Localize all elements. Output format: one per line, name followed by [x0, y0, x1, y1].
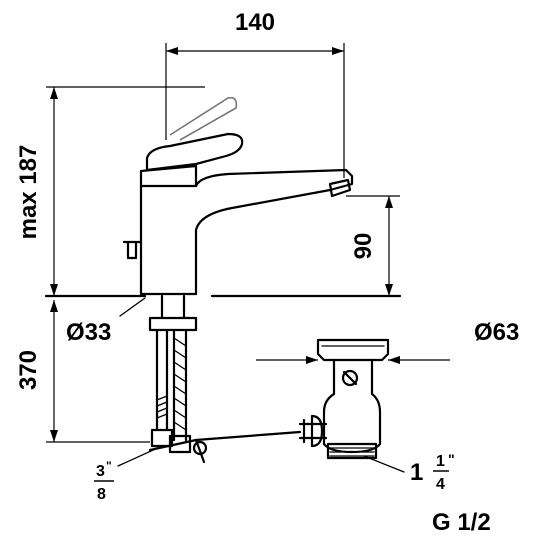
dim-label-o33: Ø33	[66, 319, 111, 346]
drain-thread-label: 1 1 4 "	[363, 451, 455, 493]
dim-label-max187: max 187	[15, 145, 42, 240]
lever-handle	[145, 132, 244, 172]
drain-thread-whole: 1	[410, 459, 423, 486]
lever-raised-position	[169, 96, 238, 141]
dim-spout-90: 90	[346, 195, 400, 296]
drain-flange	[316, 338, 390, 362]
mounting-assembly	[148, 294, 302, 464]
threaded-rod	[155, 328, 169, 432]
drain-thread-num: 1	[436, 453, 445, 470]
popup-linkage	[148, 430, 302, 452]
dim-drain-diameter: Ø63	[256, 319, 519, 364]
drain-side-connector	[298, 414, 328, 448]
dim-label-140: 140	[235, 9, 275, 36]
drain-assembly	[298, 338, 390, 460]
dim-label-o63: Ø63	[474, 319, 519, 346]
dim-supply-370: 370	[15, 300, 150, 443]
drain-screw	[341, 369, 359, 387]
body-column	[139, 184, 332, 296]
drain-tailpiece	[326, 442, 378, 460]
supply-thread-num: 3	[96, 463, 105, 480]
connection-thread-label: G 1/2	[432, 509, 491, 536]
popup-rod-knob	[122, 240, 143, 260]
faucet	[122, 96, 354, 296]
dim-width-140: 140	[165, 9, 345, 178]
mounting-nut	[148, 316, 198, 332]
dim-base-diameter: Ø33	[66, 297, 146, 346]
spout	[194, 168, 354, 192]
drain-thread-den: 4	[436, 476, 445, 493]
dim-label-90: 90	[350, 233, 377, 260]
supply-thread-den: 8	[97, 486, 106, 503]
drain-thread-unit: "	[448, 451, 455, 467]
drain-body	[322, 358, 382, 454]
aerator	[328, 178, 352, 198]
dim-height-max187: max 187	[15, 86, 205, 296]
supply-thread-label: 3 " 8	[94, 445, 163, 503]
supply-thread-unit: "	[106, 459, 112, 473]
dim-label-370: 370	[15, 350, 42, 390]
